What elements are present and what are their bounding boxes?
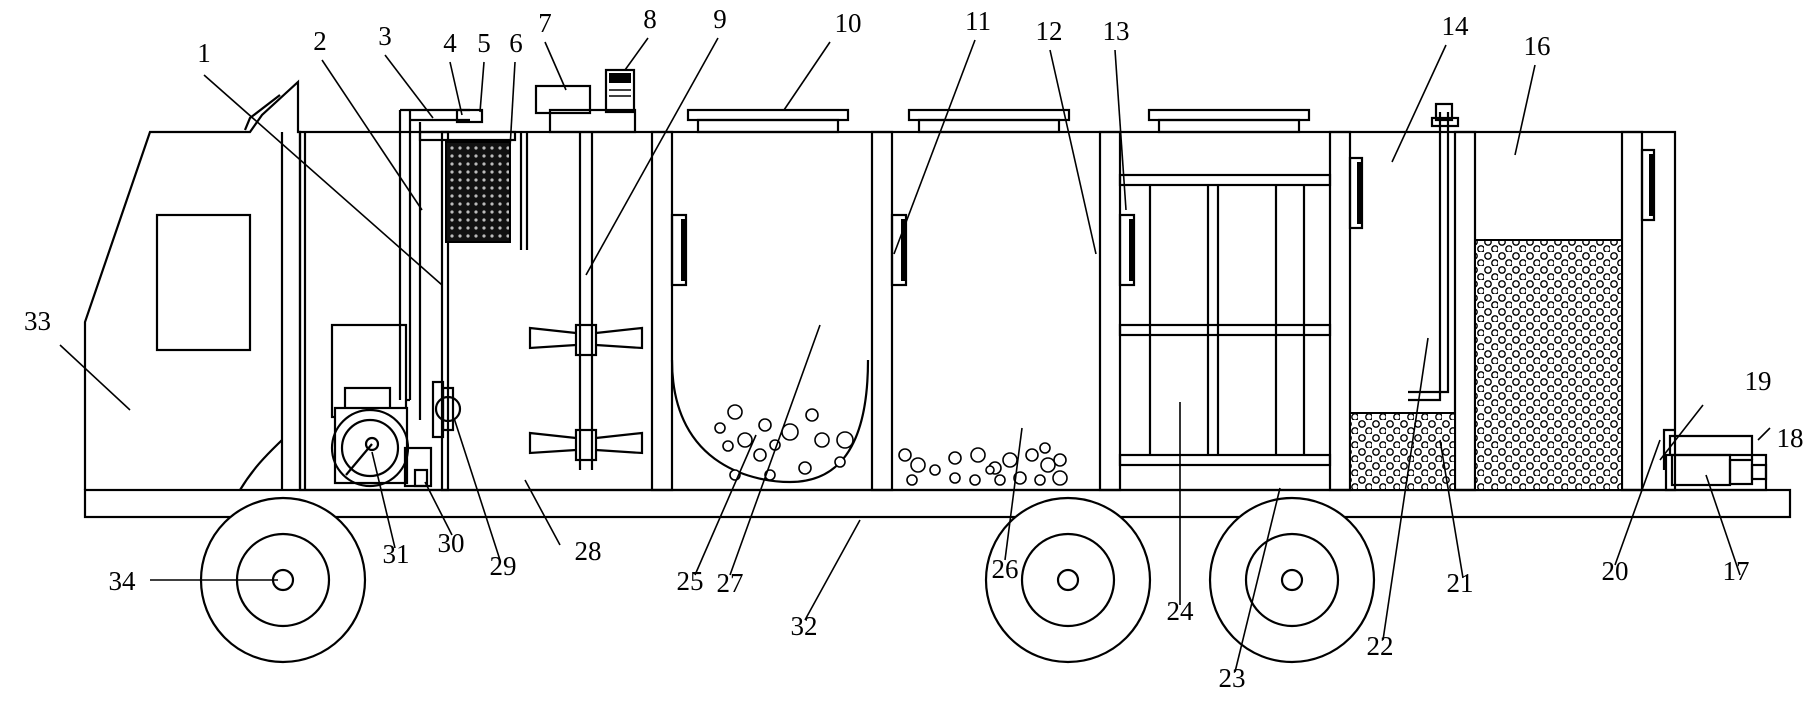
callout-label-5: 5 <box>477 28 491 58</box>
callout-label-7: 7 <box>538 8 552 38</box>
callout-label-21: 21 <box>1447 568 1474 598</box>
callout-label-3: 3 <box>378 21 392 51</box>
callout-label-9: 9 <box>713 4 727 34</box>
filter-screen <box>418 130 529 250</box>
callout-label-24: 24 <box>1167 596 1195 626</box>
callout-label-29: 29 <box>490 551 517 581</box>
callout-label-31: 31 <box>383 539 410 569</box>
bubble <box>1053 453 1067 467</box>
callout-label-4: 4 <box>443 28 457 58</box>
bubble <box>906 474 918 486</box>
callout-label-28: 28 <box>575 536 602 566</box>
side-valve <box>431 380 462 439</box>
callout-label-23: 23 <box>1219 663 1246 693</box>
bubble <box>910 457 926 473</box>
truck-cab <box>83 79 302 491</box>
wheel-rear <box>1208 496 1376 664</box>
leader-lines <box>59 37 1771 673</box>
callout-label-19: 19 <box>1745 366 1772 396</box>
callout-label-27: 27 <box>717 568 744 598</box>
callout-label-12: 12 <box>1036 16 1063 46</box>
bubble <box>834 456 846 468</box>
callout-label-8: 8 <box>643 4 657 34</box>
bubble <box>1039 442 1051 454</box>
callout-label-17: 17 <box>1723 556 1750 586</box>
callout-label-34: 34 <box>109 566 137 596</box>
bubble <box>805 408 819 422</box>
bubble <box>753 448 767 462</box>
bubble <box>758 418 772 432</box>
callout-label-32: 32 <box>791 611 818 641</box>
callout-label-13: 13 <box>1103 16 1130 46</box>
filter-media <box>1349 102 1623 491</box>
bubble <box>949 472 961 484</box>
wheel-front <box>199 496 367 664</box>
callout-label-16: 16 <box>1524 31 1551 61</box>
bubble <box>1040 457 1056 473</box>
stirrer-assembly <box>528 68 644 470</box>
bubble <box>1025 448 1039 462</box>
bubble <box>929 464 941 476</box>
bubble <box>714 422 726 434</box>
callout-label-6: 6 <box>509 28 523 58</box>
aeration-tank-u <box>670 359 870 484</box>
callout-label-22: 22 <box>1367 631 1394 661</box>
bubble <box>969 474 981 486</box>
bubble <box>1013 471 1027 485</box>
bubble <box>727 404 743 420</box>
wall-gates <box>670 148 1656 287</box>
tank-lids <box>686 108 1311 134</box>
callout-label-26: 26 <box>992 554 1019 584</box>
callout-label-25: 25 <box>677 566 704 596</box>
bubble <box>1034 474 1046 486</box>
callout-label-30: 30 <box>438 528 465 558</box>
pump-assembly <box>330 108 484 488</box>
membrane-module <box>1118 173 1332 467</box>
bubble <box>722 440 734 452</box>
callout-label-33: 33 <box>24 306 51 336</box>
bubble <box>781 423 799 441</box>
bubble <box>1052 470 1068 486</box>
bubble <box>970 447 986 463</box>
callout-label-20: 20 <box>1602 556 1629 586</box>
wheel-middle <box>984 496 1152 664</box>
bubble <box>948 451 962 465</box>
bubble <box>1002 452 1018 468</box>
callout-label-11: 11 <box>965 6 991 36</box>
bubble <box>737 432 753 448</box>
callout-label-14: 14 <box>1442 11 1470 41</box>
bubble <box>985 465 995 475</box>
callout-label-10: 10 <box>835 8 862 38</box>
bubble <box>898 448 912 462</box>
bubble <box>836 431 854 449</box>
callout-label-2: 2 <box>313 26 327 56</box>
outlet-pump <box>1662 428 1768 492</box>
callout-label-1: 1 <box>197 38 211 68</box>
bubble <box>994 474 1006 486</box>
bubble <box>798 461 812 475</box>
bubble <box>814 432 830 448</box>
chassis-base <box>83 488 1792 519</box>
callout-label-18: 18 <box>1777 423 1804 453</box>
